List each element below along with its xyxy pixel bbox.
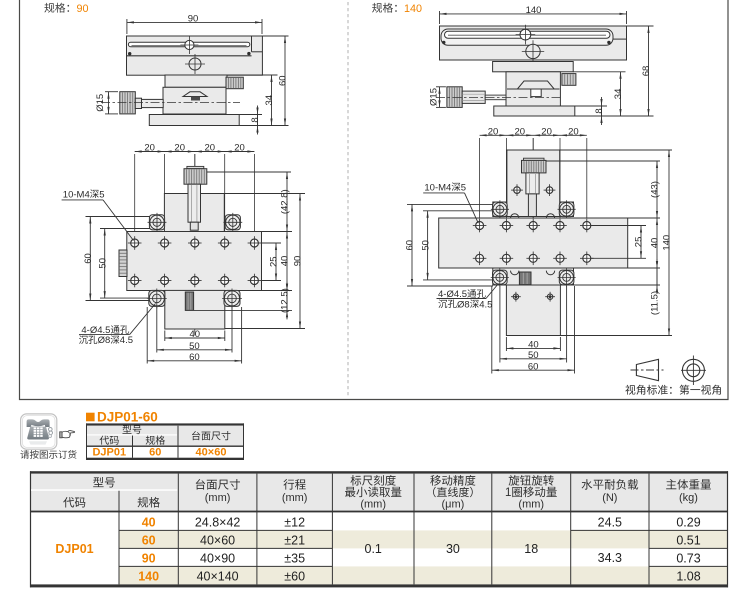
svg-text:0.73: 0.73	[676, 552, 700, 566]
svg-text:20: 20	[174, 143, 185, 154]
svg-text:60: 60	[405, 240, 416, 251]
svg-text:20: 20	[568, 126, 579, 137]
svg-text:140: 140	[662, 235, 673, 251]
svg-text:Ø8: Ø8	[98, 335, 111, 346]
svg-text:4.5: 4.5	[120, 335, 133, 346]
svg-text:±12: ±12	[284, 516, 305, 530]
svg-text:1: 1	[505, 487, 511, 499]
svg-text:5: 5	[99, 189, 104, 200]
svg-text:5: 5	[461, 182, 466, 193]
svg-text:40: 40	[528, 340, 539, 351]
svg-text:60: 60	[189, 352, 200, 363]
svg-text:(43): (43)	[650, 181, 661, 198]
svg-text:±60: ±60	[284, 570, 305, 584]
svg-text:20: 20	[515, 126, 526, 137]
svg-text:Ø15: Ø15	[95, 94, 106, 112]
svg-text:(mm): (mm)	[205, 492, 231, 504]
svg-text:68: 68	[641, 66, 652, 77]
svg-text:90: 90	[293, 256, 304, 267]
svg-text:30: 30	[446, 542, 460, 556]
svg-text:(12.5): (12.5)	[280, 288, 291, 313]
svg-text:90: 90	[142, 552, 156, 566]
svg-text:(N): (N)	[602, 492, 617, 504]
svg-text:±21: ±21	[284, 534, 305, 548]
svg-text:40×90: 40×90	[200, 552, 235, 566]
svg-text:25: 25	[269, 256, 280, 267]
svg-text:34: 34	[613, 89, 624, 100]
svg-text:20: 20	[234, 143, 245, 154]
svg-text:60: 60	[528, 361, 539, 372]
svg-text:140: 140	[138, 570, 159, 584]
svg-text:(11.5): (11.5)	[650, 291, 661, 315]
svg-text:34: 34	[264, 95, 275, 106]
svg-text:18: 18	[524, 542, 538, 556]
svg-text:20: 20	[204, 143, 215, 154]
svg-text:20: 20	[144, 143, 155, 154]
svg-text:4.5: 4.5	[479, 299, 492, 310]
svg-text:40: 40	[650, 238, 661, 249]
svg-text:90: 90	[77, 3, 89, 15]
svg-text:(μm): (μm)	[441, 499, 464, 511]
svg-text:90: 90	[188, 14, 199, 25]
svg-text:10-M4: 10-M4	[424, 182, 451, 193]
svg-text:140: 140	[404, 3, 422, 15]
svg-text:10-M4: 10-M4	[63, 189, 90, 200]
svg-text:50: 50	[420, 240, 431, 251]
svg-text:20: 20	[541, 126, 552, 137]
svg-text:24.5: 24.5	[598, 516, 622, 530]
svg-text:(mm): (mm)	[360, 499, 386, 511]
svg-text:(kg): (kg)	[679, 492, 698, 504]
svg-text:DJP01: DJP01	[92, 447, 126, 459]
svg-text:(mm): (mm)	[282, 492, 308, 504]
svg-text:(mm): (mm)	[518, 499, 544, 511]
svg-text:8: 8	[250, 117, 261, 122]
svg-text:60: 60	[278, 75, 289, 86]
svg-text:1.08: 1.08	[676, 570, 700, 584]
svg-text:40: 40	[142, 516, 156, 530]
svg-text:DJP01-60: DJP01-60	[97, 410, 158, 425]
svg-text:0.51: 0.51	[676, 534, 700, 548]
svg-text:20: 20	[488, 126, 499, 137]
svg-text:25: 25	[634, 237, 645, 248]
svg-text:140: 140	[526, 5, 542, 16]
svg-text:0.29: 0.29	[676, 516, 700, 530]
svg-text:0.1: 0.1	[365, 542, 382, 556]
svg-text:34.3: 34.3	[598, 551, 622, 565]
svg-text:Ø15: Ø15	[429, 88, 440, 106]
svg-text:40×60: 40×60	[200, 534, 235, 548]
svg-text:Ø8: Ø8	[457, 299, 470, 310]
svg-text:(42.8): (42.8)	[280, 189, 291, 214]
svg-text:40×140: 40×140	[197, 570, 239, 584]
svg-text:40: 40	[280, 256, 291, 267]
svg-text:50: 50	[528, 350, 539, 361]
svg-text:60: 60	[149, 447, 161, 459]
svg-text:8: 8	[594, 108, 605, 113]
svg-text:50: 50	[189, 341, 200, 352]
svg-text:DJP01: DJP01	[55, 542, 93, 556]
svg-text:40×60: 40×60	[196, 447, 227, 459]
svg-text:±35: ±35	[284, 552, 305, 566]
svg-text:4-Ø4.5: 4-Ø4.5	[81, 325, 110, 336]
svg-text:40: 40	[190, 329, 201, 340]
svg-text:4-Ø4.5: 4-Ø4.5	[438, 289, 467, 300]
svg-text:60: 60	[142, 534, 156, 548]
svg-text:50: 50	[97, 258, 108, 269]
svg-text:24.8×42: 24.8×42	[195, 516, 241, 530]
svg-text:60: 60	[83, 253, 94, 264]
